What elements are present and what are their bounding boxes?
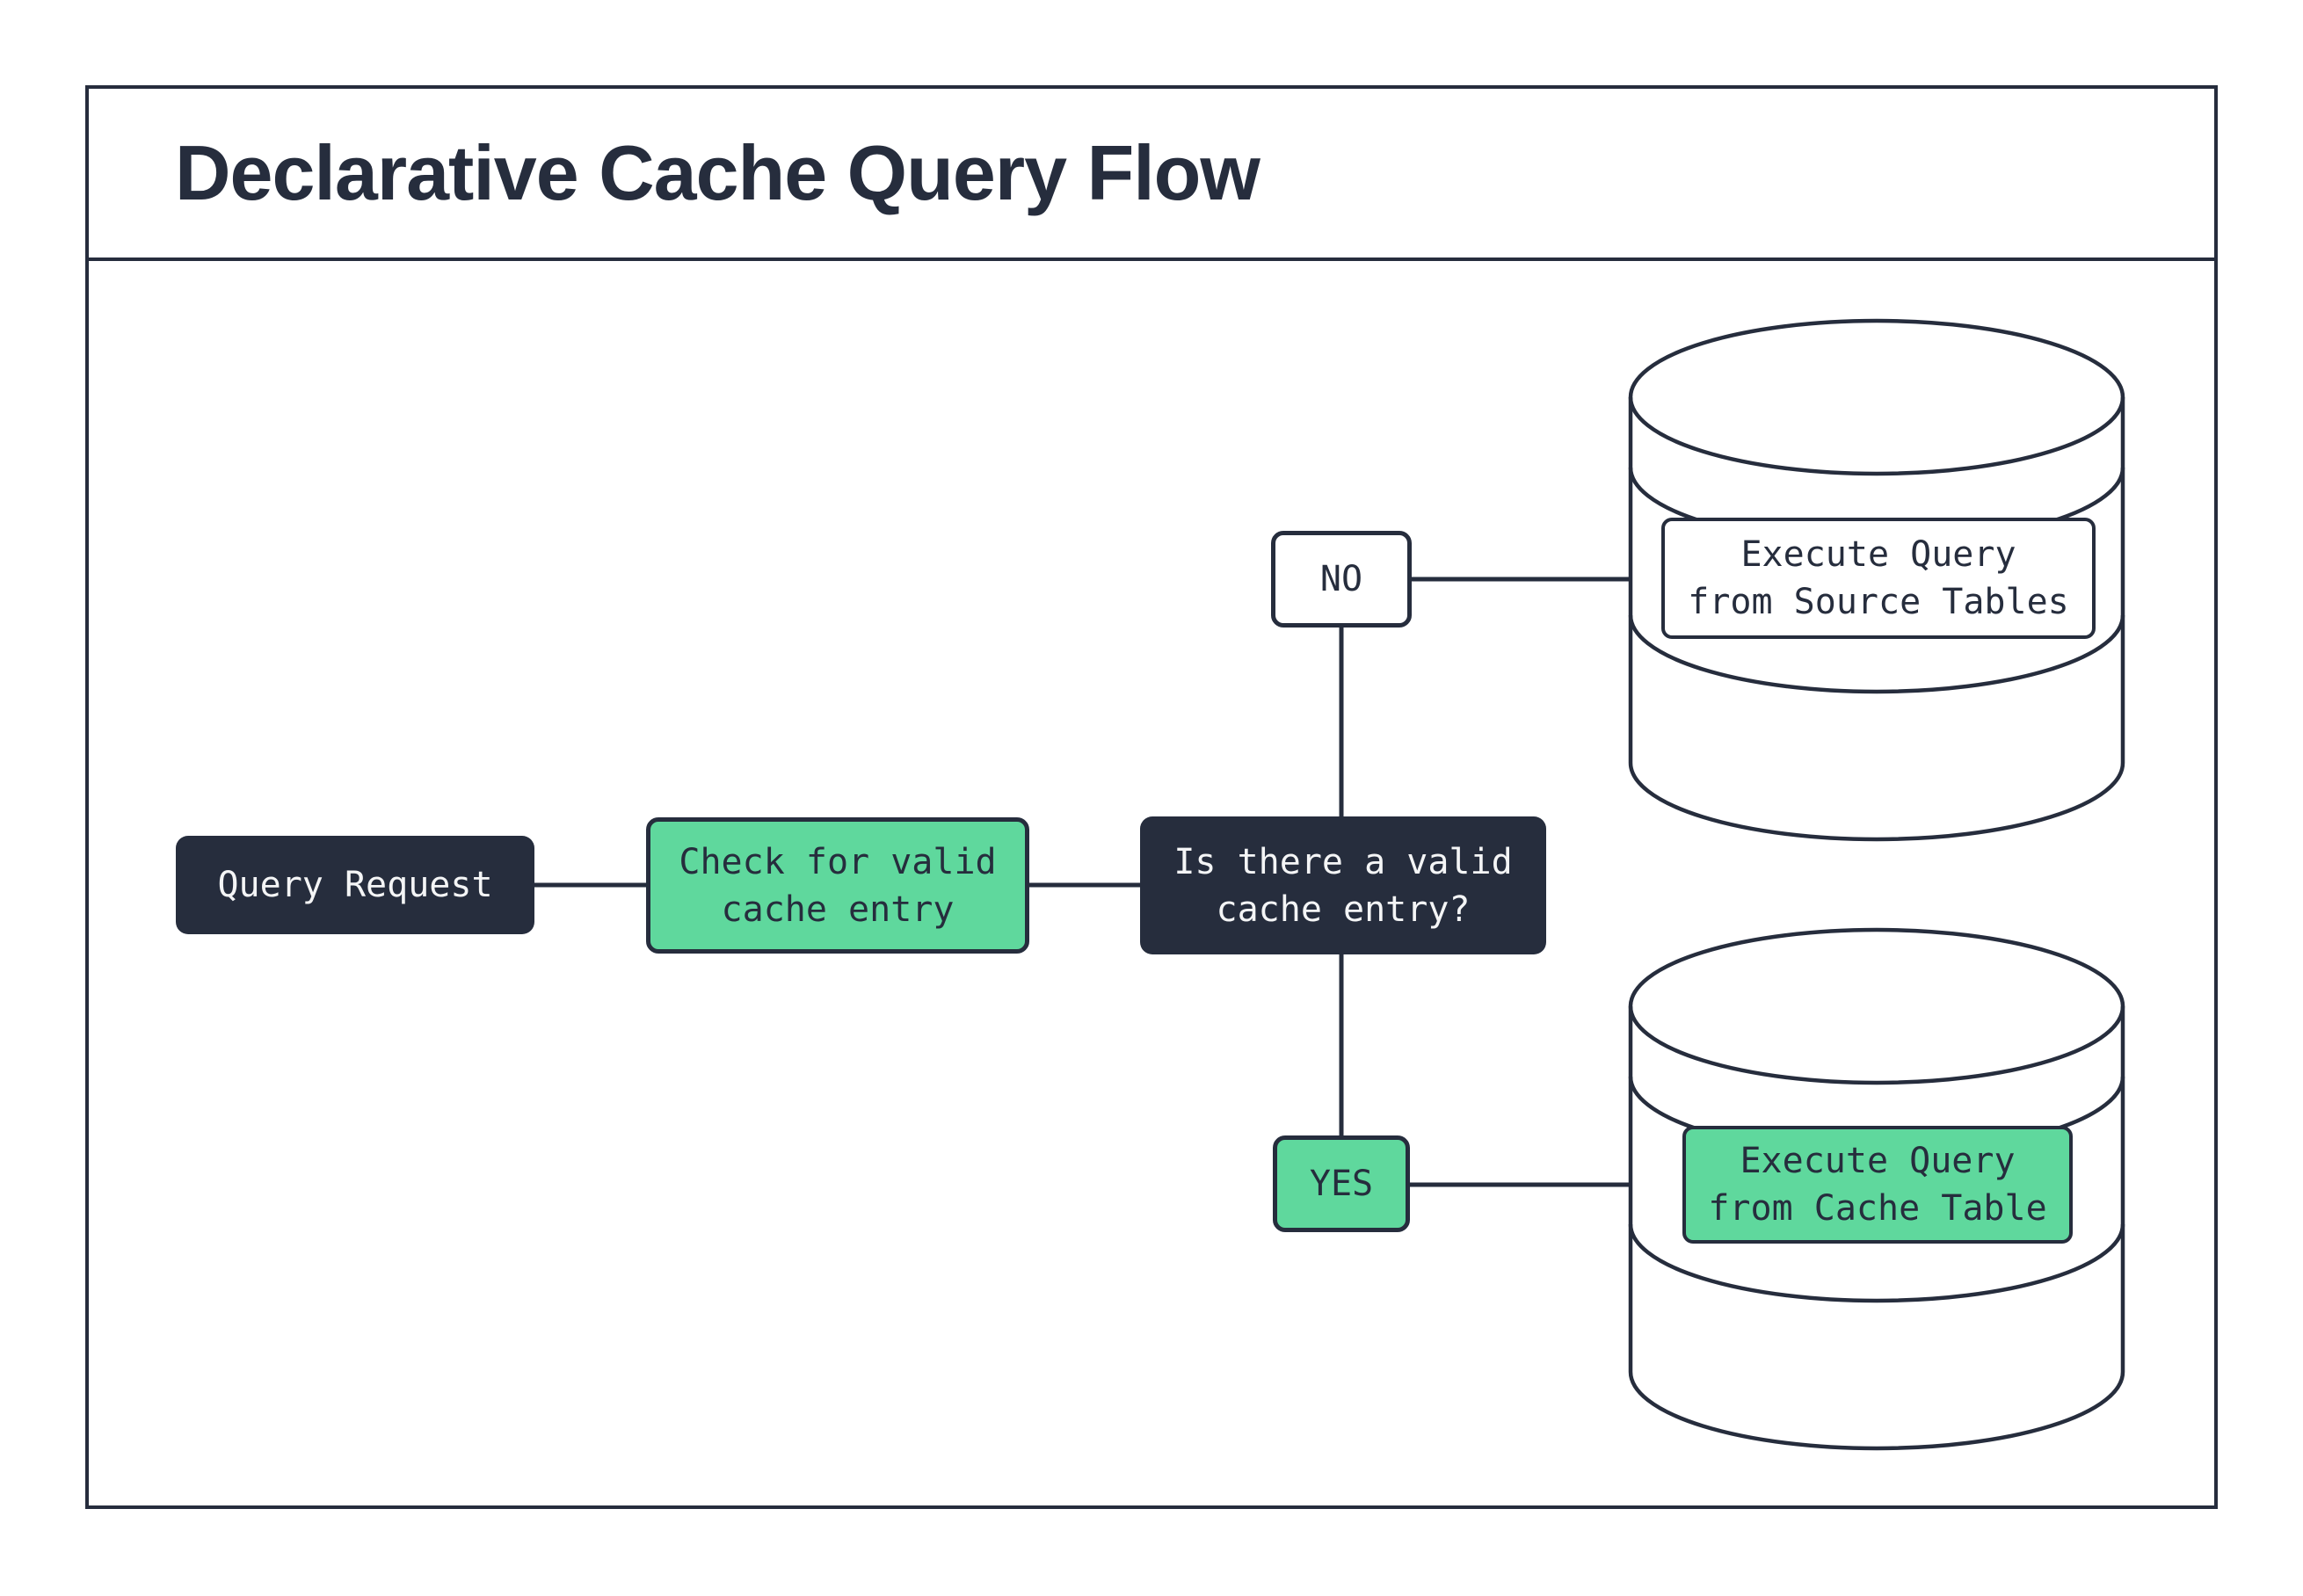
node-branch-no: NO: [1271, 531, 1412, 628]
page-title: Declarative Cache Query Flow: [175, 129, 1260, 216]
node-check-cache: Check for valid cache entry: [646, 817, 1029, 954]
node-execute-query-source: Execute Query from Source Tables: [1661, 518, 2096, 639]
node-query-request: Query Request: [176, 836, 534, 934]
title-bar: Declarative Cache Query Flow: [89, 89, 2214, 261]
node-branch-yes: YES: [1273, 1135, 1410, 1232]
node-decision-valid-cache: Is there a valid cache entry?: [1140, 816, 1546, 954]
node-execute-query-cache: Execute Query from Cache Table: [1682, 1126, 2073, 1244]
